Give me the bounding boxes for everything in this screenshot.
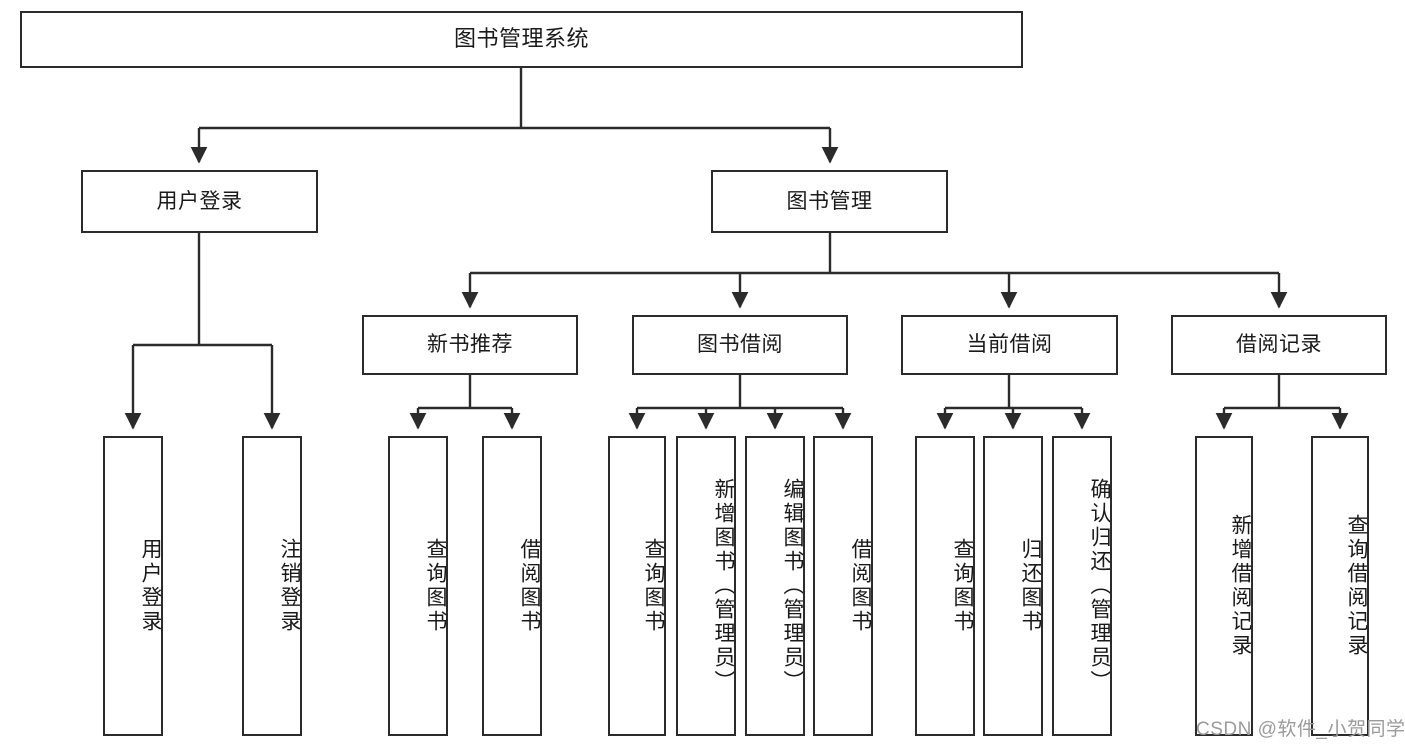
leaf-borrow-book-1-label: 借阅图书 [518, 538, 541, 634]
node-current-borrow[interactable]: 当前借阅 [901, 315, 1118, 375]
leaf-add-record[interactable]: 新增借阅记录 [1195, 436, 1253, 736]
leaf-user-login[interactable]: 用户登录 [103, 436, 163, 736]
node-user-login-label: 用户登录 [156, 189, 243, 213]
node-current-borrow-label: 当前借阅 [966, 333, 1053, 357]
leaf-query-book-3-label: 查询图书 [951, 538, 974, 634]
leaf-query-book-2-label: 查询图书 [642, 538, 665, 634]
node-new-book-recommend[interactable]: 新书推荐 [362, 315, 578, 375]
leaf-logout[interactable]: 注销登录 [242, 436, 302, 736]
leaf-borrow-book-2-label: 借阅图书 [849, 538, 872, 634]
leaf-query-book-1-label: 查询图书 [424, 538, 447, 634]
leaf-borrow-book-1[interactable]: 借阅图书 [482, 436, 542, 736]
node-new-book-recommend-label: 新书推荐 [427, 333, 513, 357]
node-book-borrow-label: 图书借阅 [697, 333, 783, 357]
leaf-confirm-return[interactable]: 确认归还（管理员） [1052, 436, 1112, 736]
node-book-management[interactable]: 图书管理 [711, 170, 948, 233]
leaf-query-book-3[interactable]: 查询图书 [915, 436, 975, 736]
leaf-borrow-book-2[interactable]: 借阅图书 [813, 436, 873, 736]
leaf-query-record-label: 查询借阅记录 [1345, 514, 1368, 658]
leaf-user-login-label: 用户登录 [139, 538, 162, 634]
node-borrow-record[interactable]: 借阅记录 [1171, 315, 1387, 375]
leaf-confirm-return-label: 确认归还（管理员） [1088, 478, 1111, 694]
node-borrow-record-label: 借阅记录 [1236, 333, 1322, 357]
csdn-watermark: CSDN @软件_小贺同学 [1196, 719, 1405, 740]
leaf-edit-book[interactable]: 编辑图书（管理员） [745, 436, 805, 736]
node-user-login[interactable]: 用户登录 [81, 170, 318, 233]
leaf-add-book[interactable]: 新增图书（管理员） [676, 436, 736, 736]
leaf-return-book-label: 归还图书 [1019, 538, 1042, 634]
leaf-add-book-label: 新增图书（管理员） [712, 478, 735, 694]
leaf-edit-book-label: 编辑图书（管理员） [781, 478, 804, 694]
node-root[interactable]: 图书管理系统 [20, 11, 1023, 68]
node-root-label: 图书管理系统 [453, 26, 589, 52]
leaf-logout-label: 注销登录 [278, 538, 301, 634]
leaf-query-book-1[interactable]: 查询图书 [388, 436, 448, 736]
leaf-return-book[interactable]: 归还图书 [983, 436, 1043, 736]
leaf-add-record-label: 新增借阅记录 [1229, 514, 1252, 658]
node-book-borrow[interactable]: 图书借阅 [632, 315, 848, 375]
node-book-management-label: 图书管理 [786, 189, 873, 213]
leaf-query-record[interactable]: 查询借阅记录 [1311, 436, 1369, 736]
leaf-query-book-2[interactable]: 查询图书 [608, 436, 666, 736]
